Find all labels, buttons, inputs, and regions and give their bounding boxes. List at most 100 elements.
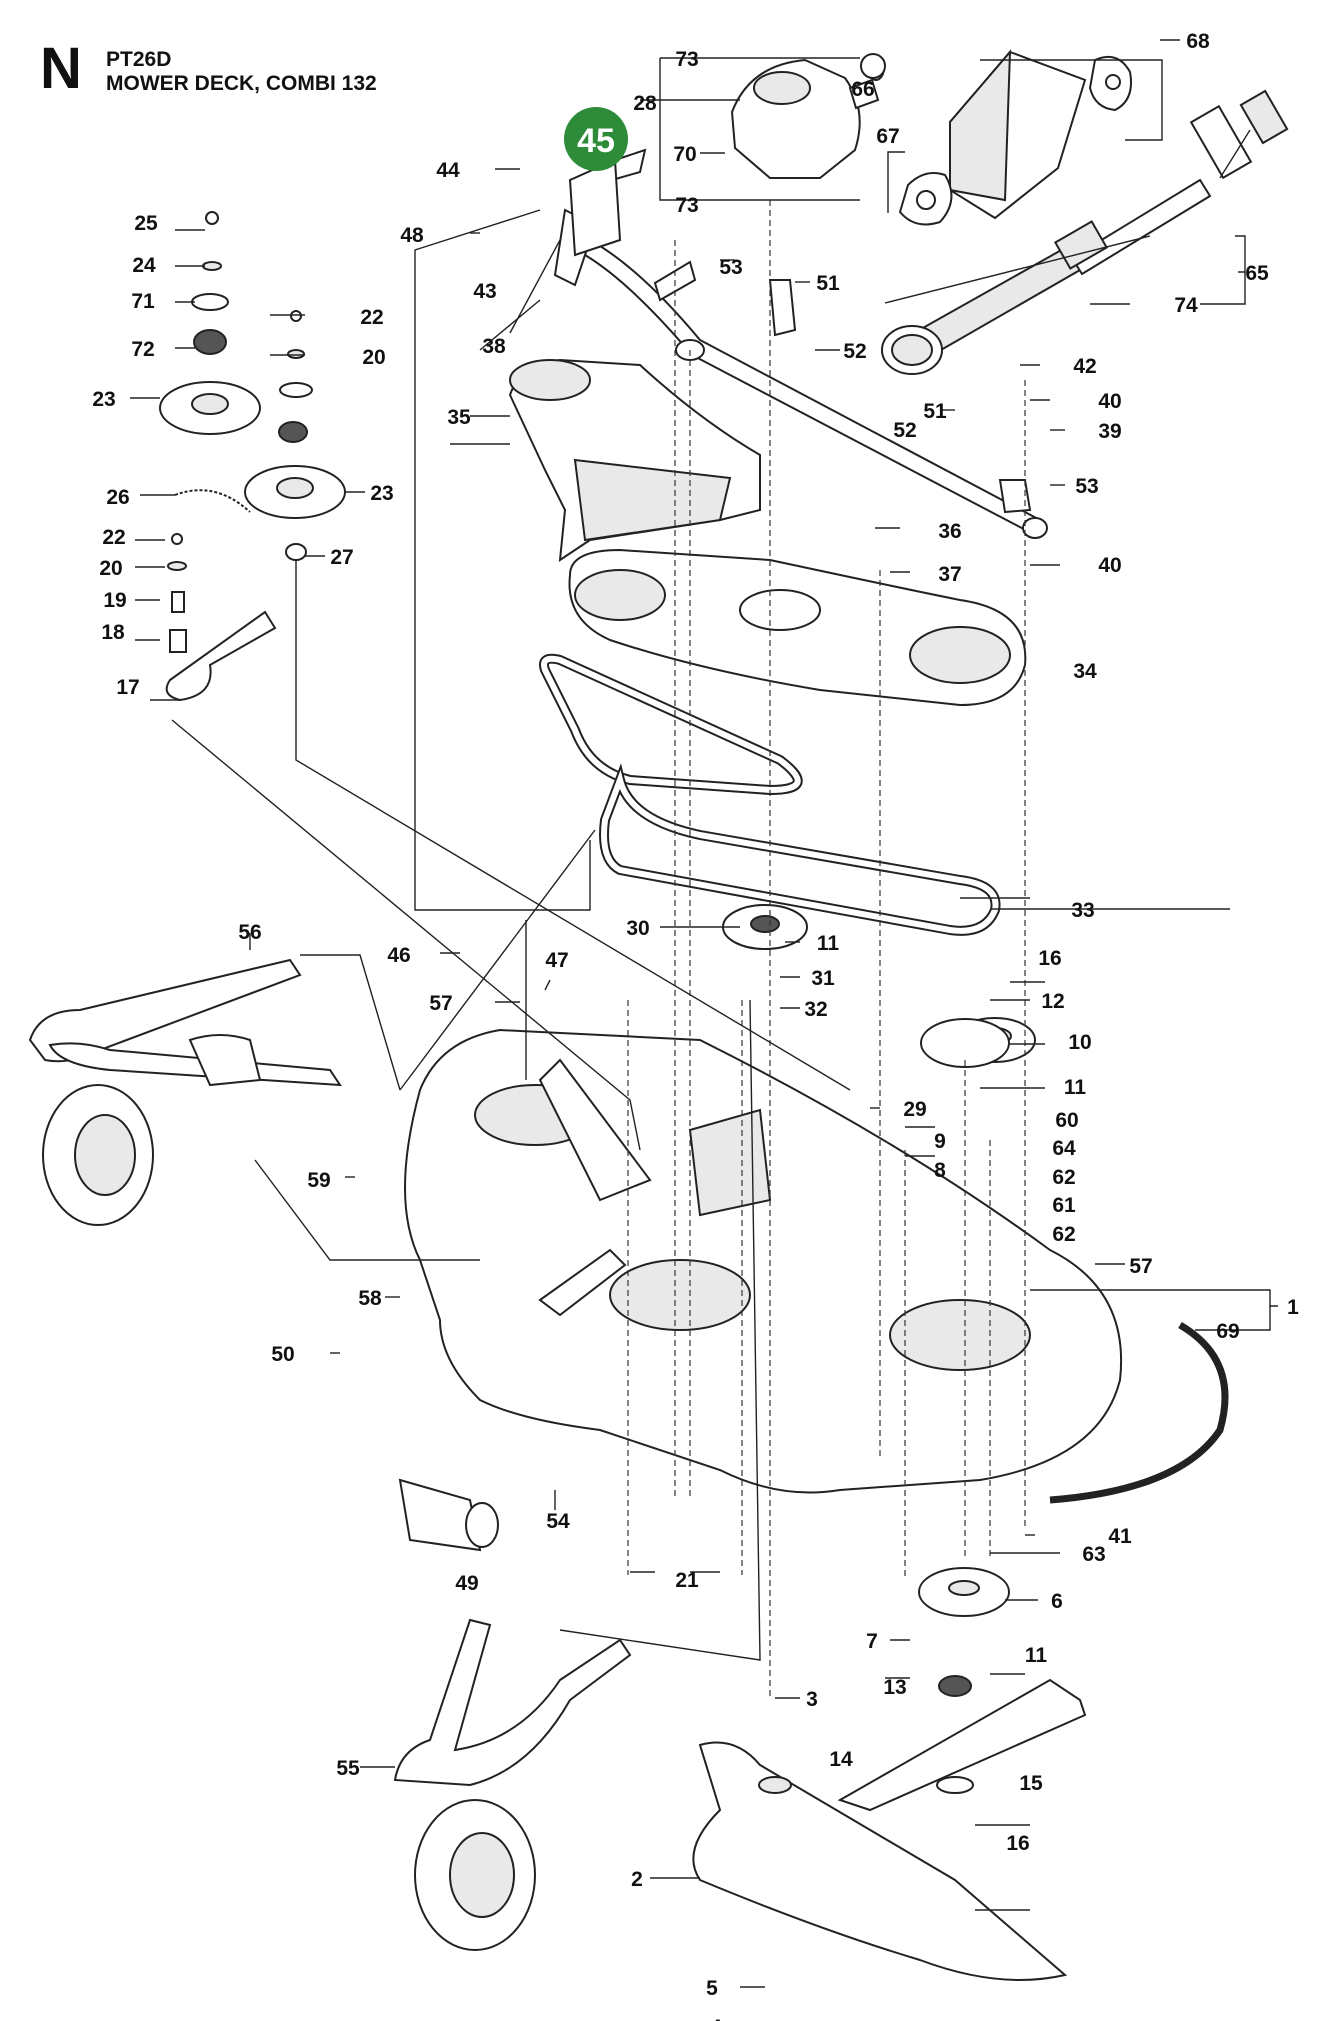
part-label-47[interactable]: 47	[545, 949, 568, 972]
part-label-62b[interactable]: 62	[1052, 1223, 1075, 1246]
part-label-29[interactable]: 29	[903, 1098, 926, 1121]
part-label-27[interactable]: 27	[330, 546, 353, 569]
model-name: PT26D	[106, 48, 172, 71]
part-label-31[interactable]: 31	[811, 967, 835, 990]
part-label-2[interactable]: 2	[631, 1868, 643, 1891]
part-label-36[interactable]: 36	[938, 520, 961, 543]
part-label-54[interactable]: 54	[546, 1510, 570, 1533]
reference-lines	[171, 209, 851, 1661]
line-art	[28, 49, 1289, 1981]
part-label-13[interactable]: 13	[883, 1676, 906, 1699]
part-label-57b[interactable]: 57	[1129, 1255, 1152, 1278]
part-label-3[interactable]: 3	[806, 1688, 818, 1711]
part-label-61[interactable]: 61	[1052, 1194, 1076, 1217]
part-label-20b[interactable]: 20	[99, 557, 122, 580]
part-label-6[interactable]: 6	[1051, 1590, 1063, 1613]
part-label-67[interactable]: 67	[876, 125, 899, 148]
part-label-73b[interactable]: 73	[675, 194, 698, 217]
part-label-66[interactable]: 66	[851, 78, 874, 101]
part-label-49[interactable]: 49	[455, 1572, 478, 1595]
part-label-11b[interactable]: 11	[1064, 1076, 1087, 1099]
part-label-9[interactable]: 9	[934, 1130, 946, 1153]
part-label-14[interactable]: 14	[829, 1748, 853, 1771]
wheel-assembly-55-drawing	[393, 1618, 632, 1951]
part-label-37[interactable]: 37	[938, 563, 961, 586]
part-label-25[interactable]: 25	[134, 212, 158, 235]
part-label-43[interactable]: 43	[473, 280, 496, 303]
part-label-50[interactable]: 50	[271, 1343, 294, 1366]
part-label-33[interactable]: 33	[1071, 899, 1094, 922]
part-label-44[interactable]: 44	[436, 159, 460, 182]
part-label-42[interactable]: 42	[1073, 355, 1096, 378]
part-label-16a[interactable]: 16	[1038, 947, 1061, 970]
pipe-69-drawing	[1049, 1321, 1229, 1504]
part-label-63[interactable]: 63	[1082, 1543, 1105, 1566]
part-label-10[interactable]: 10	[1068, 1031, 1091, 1054]
part-label-71[interactable]: 71	[131, 290, 155, 313]
gearbox-drawing	[730, 53, 886, 179]
part-label-62a[interactable]: 62	[1052, 1166, 1075, 1189]
part-label-48[interactable]: 48	[400, 224, 424, 247]
part-label-55[interactable]: 55	[336, 1757, 360, 1780]
part-label-52a[interactable]: 52	[843, 340, 866, 363]
part-label-74[interactable]: 74	[1174, 294, 1198, 317]
label-leaders	[130, 39, 1278, 1988]
part-label-19[interactable]: 19	[103, 589, 126, 612]
part-label-69[interactable]: 69	[1216, 1320, 1239, 1343]
part-label-26[interactable]: 26	[106, 486, 129, 509]
part-label-28[interactable]: 28	[633, 92, 657, 115]
part-label-72[interactable]: 72	[131, 338, 154, 361]
part-label-58[interactable]: 58	[358, 1287, 382, 1310]
part-label-4[interactable]: 4	[710, 2016, 722, 2021]
part-label-64[interactable]: 64	[1052, 1137, 1076, 1160]
highlight-badge[interactable]: 45	[564, 107, 628, 171]
part-label-73a[interactable]: 73	[675, 48, 698, 71]
part-label-11a[interactable]: 11	[817, 932, 840, 955]
part-label-32[interactable]: 32	[804, 998, 827, 1021]
mid-pulleys-drawing	[722, 904, 1010, 1068]
part-label-40a[interactable]: 40	[1098, 390, 1121, 413]
part-label-51b[interactable]: 51	[923, 400, 947, 423]
part-label-30[interactable]: 30	[626, 917, 649, 940]
part-label-20a[interactable]: 20	[362, 346, 385, 369]
part-label-8[interactable]: 8	[934, 1159, 946, 1182]
part-label-11c[interactable]: 11	[1025, 1644, 1048, 1667]
highlight-badge-circle	[564, 107, 628, 171]
left-pulley-group-drawing	[159, 211, 346, 702]
part-label-23a[interactable]: 23	[92, 388, 115, 411]
part-label-70[interactable]: 70	[673, 143, 696, 166]
part-label-5[interactable]: 5	[706, 1977, 718, 2000]
pto-cover-drawing	[898, 49, 1132, 226]
part-label-22b[interactable]: 22	[102, 526, 125, 549]
part-label-12[interactable]: 12	[1041, 990, 1064, 1013]
part-label-17[interactable]: 17	[116, 676, 139, 699]
part-label-68[interactable]: 68	[1186, 30, 1210, 53]
part-label-52b[interactable]: 52	[893, 419, 916, 442]
part-label-59[interactable]: 59	[307, 1169, 330, 1192]
part-label-23b[interactable]: 23	[370, 482, 393, 505]
belt-drawing	[539, 653, 1001, 936]
part-label-21[interactable]: 21	[675, 1569, 699, 1592]
part-label-56[interactable]: 56	[238, 921, 261, 944]
part-label-40b[interactable]: 40	[1098, 554, 1121, 577]
part-label-39[interactable]: 39	[1098, 420, 1121, 443]
part-label-60[interactable]: 60	[1055, 1109, 1078, 1132]
part-label-18[interactable]: 18	[101, 621, 125, 644]
part-label-24[interactable]: 24	[132, 254, 156, 277]
part-label-53b[interactable]: 53	[1075, 475, 1098, 498]
part-label-38[interactable]: 38	[482, 335, 506, 358]
part-label-34[interactable]: 34	[1073, 660, 1097, 683]
part-label-41[interactable]: 41	[1108, 1525, 1132, 1548]
part-label-65[interactable]: 65	[1245, 262, 1269, 285]
part-label-51a[interactable]: 51	[816, 272, 840, 295]
part-label-7[interactable]: 7	[866, 1630, 878, 1653]
highlight-badge-number: 45	[577, 122, 615, 160]
part-label-57a[interactable]: 57	[429, 992, 452, 1015]
part-label-53a[interactable]: 53	[719, 256, 742, 279]
part-label-15[interactable]: 15	[1019, 1772, 1043, 1795]
part-label-46[interactable]: 46	[387, 944, 410, 967]
part-label-16b[interactable]: 16	[1006, 1832, 1029, 1855]
part-label-22a[interactable]: 22	[360, 306, 383, 329]
part-label-35[interactable]: 35	[447, 406, 471, 429]
part-label-1[interactable]: 1	[1287, 1296, 1299, 1319]
